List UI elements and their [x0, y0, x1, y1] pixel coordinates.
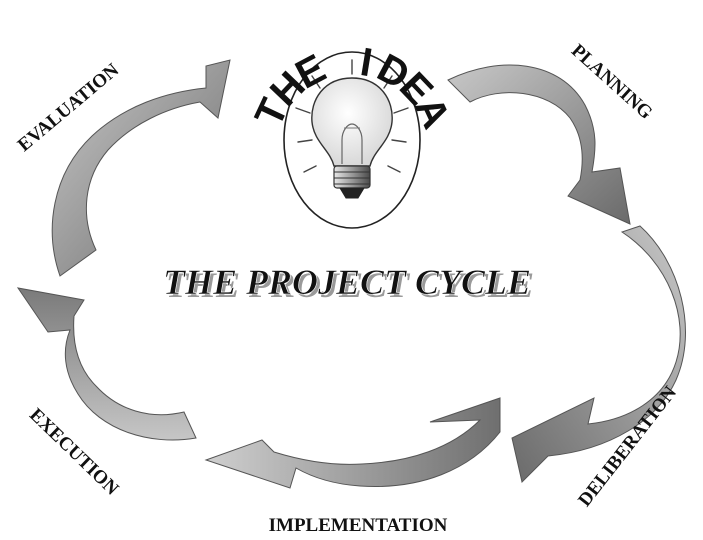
- center-title-shadow: THE PROJECT CYCLE: [166, 265, 534, 305]
- arrow-evaluation: [51, 59, 231, 277]
- arrow-deliberation: [511, 225, 686, 483]
- center-title: THE PROJECT CYCLE: [163, 262, 531, 302]
- arrow-execution: [16, 287, 197, 441]
- stage-label-implementation: IMPLEMENTATION: [269, 515, 448, 536]
- arrow-planning: [447, 64, 631, 225]
- light-bulb-icon: [295, 59, 409, 199]
- arrow-implementation: [204, 397, 501, 489]
